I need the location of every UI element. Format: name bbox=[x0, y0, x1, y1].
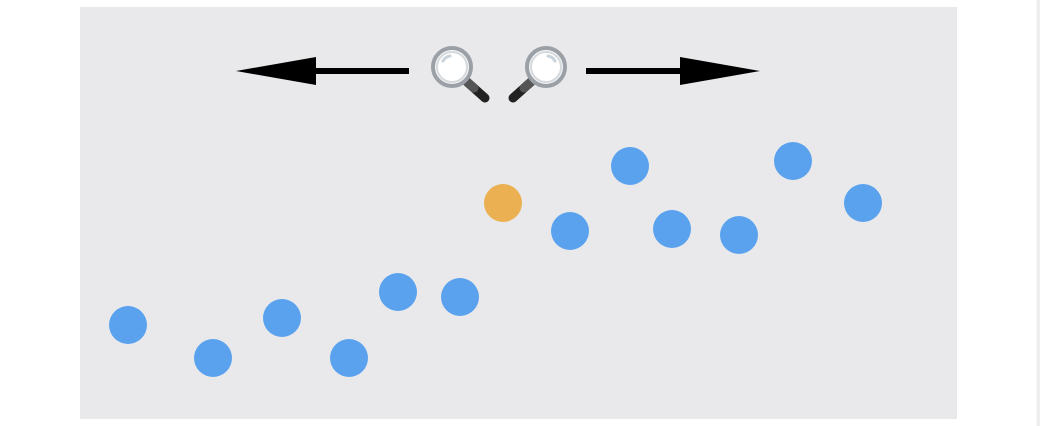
data-point bbox=[551, 212, 589, 250]
data-point bbox=[441, 278, 479, 316]
data-point bbox=[774, 142, 812, 180]
edge-shadow bbox=[1036, 0, 1037, 426]
data-point bbox=[611, 147, 649, 185]
right-arrowhead bbox=[680, 57, 760, 85]
data-point bbox=[720, 216, 758, 254]
magnifier-left-icon bbox=[431, 46, 490, 103]
data-point bbox=[653, 210, 691, 248]
data-point bbox=[109, 306, 147, 344]
left-arrow bbox=[236, 57, 409, 85]
data-point bbox=[379, 273, 417, 311]
data-point bbox=[194, 339, 232, 377]
data-point bbox=[330, 339, 368, 377]
right-arrow bbox=[586, 57, 760, 85]
data-point bbox=[263, 299, 301, 337]
left-arrowhead bbox=[236, 57, 316, 85]
edge-divider bbox=[1037, 0, 1040, 426]
highlighted-data-point bbox=[484, 184, 522, 222]
points bbox=[109, 142, 882, 377]
data-point bbox=[844, 184, 882, 222]
magnifier-right-icon bbox=[508, 46, 567, 103]
